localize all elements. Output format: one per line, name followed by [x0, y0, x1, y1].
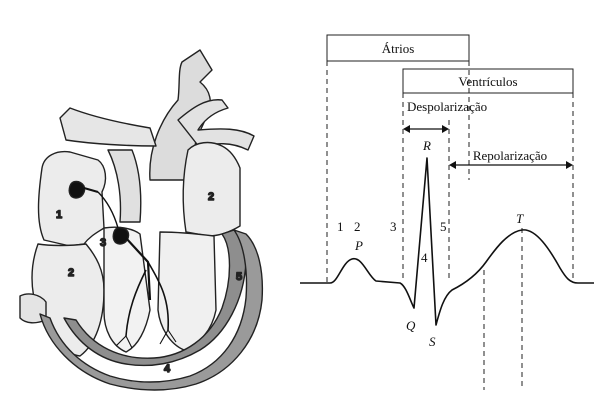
- ventricles-box-label: Ventrículos: [458, 74, 517, 89]
- heart-label-4: 4: [164, 363, 171, 375]
- depolarization-label: Despolarização: [407, 99, 487, 114]
- depolarization-arrowhead-right: [442, 125, 449, 133]
- atria-box-label: Átrios: [382, 41, 415, 56]
- wave-label-r: R: [422, 138, 431, 153]
- upper-vena-cava: [108, 150, 141, 222]
- ecg-diagram: Átrios Ventrículos Despolarização Repola…: [300, 35, 594, 390]
- heart-label-5: 5: [236, 271, 242, 283]
- phase-number-4: 4: [421, 250, 428, 265]
- wave-label-t: T: [516, 211, 524, 226]
- heart-illustration: 1 2 3 2 4 5: [20, 50, 262, 390]
- wave-label-s: S: [429, 334, 436, 349]
- phase-number-3: 3: [390, 219, 397, 234]
- atrioventricular-node: [113, 228, 128, 245]
- heart-label-1: 1: [56, 209, 62, 221]
- wave-label-p: P: [354, 238, 363, 253]
- right-atrium: [39, 152, 106, 246]
- phase-number-1: 1: [337, 219, 344, 234]
- depolarization-arrowhead-left: [403, 125, 410, 133]
- repolarization-arrowhead-right: [566, 161, 573, 169]
- left-atrium: [183, 143, 240, 236]
- phase-number-2: 2: [354, 219, 361, 234]
- left-vessel-branch: [60, 108, 156, 146]
- sinoatrial-node: [69, 182, 84, 199]
- heart-label-3: 3: [100, 237, 106, 249]
- repolarization-arrowhead-left: [449, 161, 456, 169]
- repolarization-label: Repolarização: [473, 148, 547, 163]
- phase-number-5: 5: [440, 219, 447, 234]
- heart-label-2-left: 2: [68, 267, 74, 279]
- wave-label-q: Q: [406, 318, 416, 333]
- ecg-trace: [300, 158, 594, 325]
- heart-label-2-right: 2: [208, 191, 214, 203]
